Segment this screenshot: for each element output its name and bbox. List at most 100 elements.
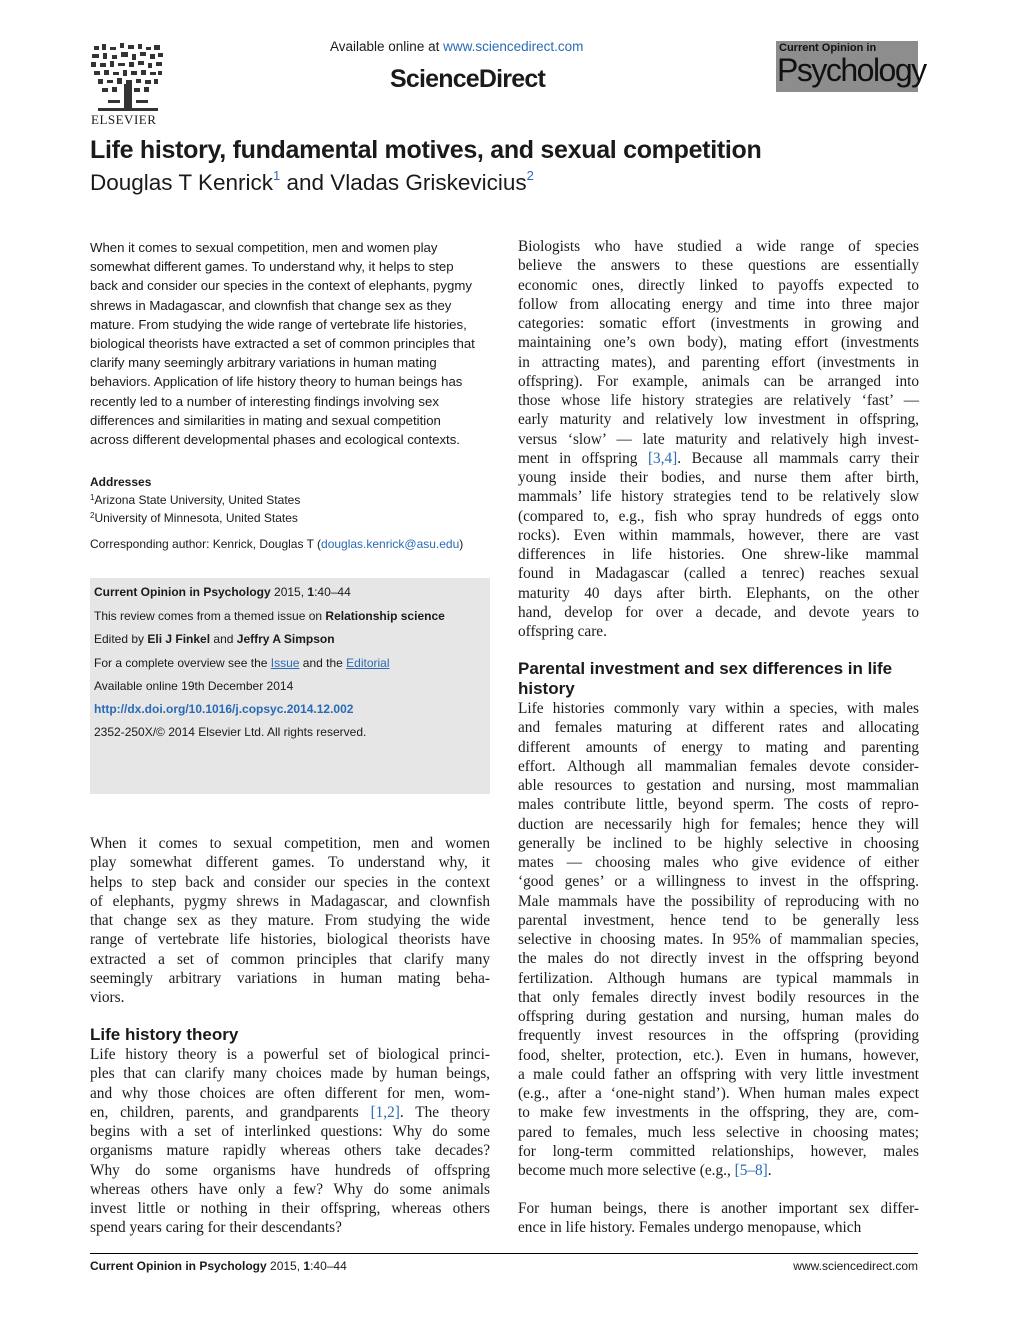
text-line: offspring during gestation and nursing, … bbox=[518, 1008, 919, 1025]
text-line: maturity 40 days after birth. Elephants,… bbox=[518, 584, 919, 602]
text-line: helps to step back and consider our spec… bbox=[90, 873, 490, 891]
text-line: differences in life histories. One shrew… bbox=[518, 546, 919, 563]
address-number: 2 bbox=[90, 511, 95, 520]
text-line: in attracting mates), and parenting effo… bbox=[518, 353, 919, 371]
text-line: pared to females, much less selective in… bbox=[518, 1123, 919, 1141]
text-line: frequently invest resources in the offsp… bbox=[518, 1027, 919, 1045]
body-left-intro: When it comes to sexual competition, men… bbox=[90, 834, 490, 1007]
affiliation-ref[interactable]: 2 bbox=[526, 168, 534, 183]
body-left-section: Life history theory is a powerful set of… bbox=[90, 1045, 490, 1238]
text-line: viors. bbox=[90, 989, 125, 1006]
address-number: 1 bbox=[90, 493, 95, 502]
citation-link[interactable]: [5–8] bbox=[734, 1162, 768, 1179]
citation-link[interactable]: [1,2] bbox=[370, 1103, 400, 1121]
info-editors-label: Edited by bbox=[94, 632, 148, 646]
text-line: ence in life history. Females undergo me… bbox=[518, 1219, 862, 1237]
corresponding-label: Corresponding author: Kenrick, Douglas T… bbox=[90, 537, 322, 551]
author-separator: and bbox=[280, 170, 331, 195]
abstract: When it comes to sexual competition, men… bbox=[90, 240, 475, 448]
footer-volume: 1 bbox=[303, 1259, 311, 1273]
text-line: Life histories commonly vary within a sp… bbox=[518, 700, 919, 717]
journal-logo: Current Opinion in Psychology bbox=[776, 41, 927, 92]
text-line: early maturity and relatively low invest… bbox=[518, 411, 919, 429]
journal-logo-top: Current Opinion in bbox=[779, 42, 877, 54]
text-line: play somewhat different games. To unders… bbox=[90, 854, 490, 872]
text-line: for long-term committed relationships, h… bbox=[518, 1142, 919, 1160]
text-line: duction are necessarily high for females… bbox=[518, 815, 919, 833]
text-line: (compared to, e.g., fish who spray hundr… bbox=[518, 507, 919, 525]
body-right-para3: For human beings, there is another impor… bbox=[518, 1199, 919, 1238]
text-line: to make few investments in the offspring… bbox=[518, 1104, 919, 1122]
sciencedirect-link[interactable]: www.sciencedirect.com bbox=[443, 39, 584, 54]
affiliation-ref[interactable]: 1 bbox=[273, 168, 281, 183]
text-line: fertilization. Although humans are typic… bbox=[518, 969, 919, 987]
available-prefix: Available online at bbox=[330, 39, 444, 54]
info-and: and bbox=[210, 632, 237, 646]
text-line: different amounts of energy to mating an… bbox=[518, 738, 919, 756]
info-volume: 1 bbox=[307, 585, 315, 599]
corresponding-suffix: ) bbox=[459, 537, 464, 551]
text-line: Biologists who have studied a wide range… bbox=[518, 238, 919, 255]
publisher-name: ELSEVIER bbox=[91, 112, 157, 127]
text-line: extracted a set of common principles tha… bbox=[90, 950, 490, 968]
text-line: follow from allocating energy and time i… bbox=[518, 295, 919, 313]
text-line: believe the answers to these questions a… bbox=[518, 257, 919, 275]
footer-year: 2015, bbox=[266, 1259, 304, 1273]
text-line: rocks). Even within mammals, however, th… bbox=[518, 526, 919, 544]
text-line: Life history theory is a powerful set of… bbox=[90, 1046, 490, 1063]
text-line: offspring care. bbox=[518, 623, 607, 640]
info-theme: This review comes from a themed issue on… bbox=[94, 609, 445, 623]
journal-logo-main: Psychology bbox=[777, 52, 927, 88]
info-theme-name: Relationship science bbox=[325, 609, 445, 623]
text-line: of elephants, pygmy shrews in Madagascar… bbox=[90, 892, 490, 910]
address-text: Arizona State University, United States bbox=[94, 493, 301, 507]
text-line: Male mammals have the possibility of rep… bbox=[518, 892, 919, 910]
text-line: seemingly arbitrary variations in human … bbox=[90, 969, 490, 987]
info-editors: Edited by Eli J Finkel and Jeffry A Simp… bbox=[94, 632, 335, 646]
text-line: versus ‘slow’ — late maturity and relati… bbox=[518, 430, 919, 448]
text-line: categories: somatic effort (investments … bbox=[518, 315, 919, 332]
doi-text[interactable]: http://dx.doi.org/10.1016/j.copsyc.2014.… bbox=[94, 702, 354, 716]
editorial-link[interactable]: Editorial bbox=[346, 656, 390, 670]
section-heading-parental-investment: Parental investment and sex differences … bbox=[518, 659, 919, 699]
footer-url: www.sciencedirect.com bbox=[793, 1259, 918, 1273]
text-line: become much more selective (e.g., [5–8]. bbox=[518, 1162, 772, 1179]
body-right-para1: Biologists who have studied a wide range… bbox=[518, 237, 919, 641]
info-available: Available online 19th December 2014 bbox=[94, 679, 294, 693]
text-line: the males do not directly invest in the … bbox=[518, 950, 919, 968]
text-line: found in Madagascar (called a tenrec) re… bbox=[518, 565, 919, 583]
text-line: en, children, parents, and grandparents … bbox=[90, 1103, 490, 1121]
text-line: young inside their bodies, and nurse the… bbox=[518, 469, 919, 486]
text-line: mammals’ life history strategies tend to… bbox=[518, 488, 919, 506]
issue-link[interactable]: Issue bbox=[270, 656, 300, 670]
footer-pages: :40–44 bbox=[310, 1259, 347, 1273]
text-line: economic ones, directly linked to payoff… bbox=[518, 276, 919, 294]
doi-link[interactable]: http://dx.doi.org/10.1016/j.copsyc.2014.… bbox=[94, 702, 353, 716]
text-line: that only females directly invest bodily… bbox=[518, 988, 919, 1006]
text-line: organisms mature rapidly whereas others … bbox=[90, 1142, 490, 1160]
text-line: For human beings, there is another impor… bbox=[518, 1200, 919, 1217]
sciencedirect-brand: ScienceDirect bbox=[390, 65, 546, 93]
body-right-para2: Life histories commonly vary within a sp… bbox=[518, 699, 919, 1180]
address-line: 2University of Minnesota, United States bbox=[90, 508, 300, 526]
email-link[interactable]: douglas.kenrick@asu.edu bbox=[321, 537, 460, 551]
footer-journal: Current Opinion in Psychology bbox=[90, 1259, 267, 1273]
text-line: range of vertebrate life histories, biol… bbox=[90, 931, 490, 949]
available-online: Available online at www.sciencedirect.co… bbox=[330, 39, 583, 54]
text-line: ples that can clarify many choices made … bbox=[90, 1065, 490, 1083]
section-heading-life-history: Life history theory bbox=[90, 1025, 239, 1044]
author-list: Douglas T Kenrick1 and Vladas Griskevici… bbox=[90, 168, 534, 196]
info-year: 2015, bbox=[270, 585, 308, 599]
citation-link[interactable]: [3,4] bbox=[647, 449, 678, 467]
text-line: parental investment, hence tend to be ge… bbox=[518, 911, 919, 929]
info-copyright: 2352-250X/© 2014 Elsevier Ltd. All right… bbox=[94, 725, 367, 739]
text-line: (e.g., after a ‘one-night stand’). When … bbox=[518, 1085, 919, 1102]
footer-citation: Current Opinion in Psychology 2015, 1:40… bbox=[90, 1259, 347, 1273]
text-line: a male could father an offspring with ve… bbox=[518, 1065, 919, 1083]
text-line: selective in choosing mates. In 95% of m… bbox=[518, 931, 919, 948]
author-name: Vladas Griskevicius bbox=[330, 170, 527, 195]
addresses: Addresses 1Arizona State University, Uni… bbox=[90, 474, 300, 526]
text-line: food, shelter, protection, etc.). Even i… bbox=[518, 1046, 919, 1064]
text-line: ‘good genes’ or a willingness to invest … bbox=[518, 873, 919, 891]
text-line: offspring). For example, animals can be … bbox=[518, 372, 919, 390]
